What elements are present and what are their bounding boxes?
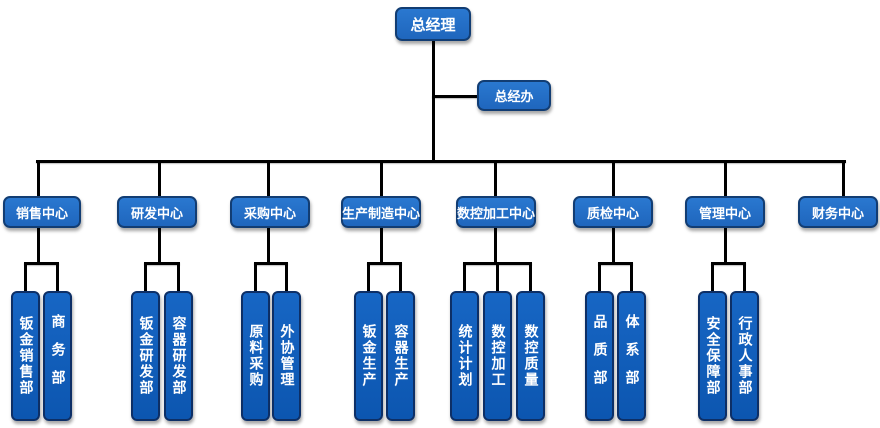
node-department[interactable]: 钣金研发部 [131, 291, 160, 421]
node-department[interactable]: 原料采购 [241, 291, 270, 421]
connector-dept-leg [598, 263, 601, 293]
node-center[interactable]: 管理中心 [685, 196, 765, 228]
node-department[interactable]: 数控质量 [516, 291, 545, 421]
connector-dept-leg [630, 263, 633, 293]
connector-dept-drop [724, 228, 727, 265]
node-department[interactable]: 安全保障部 [698, 291, 727, 421]
connector-dept-leg [711, 263, 714, 293]
connector-dept-leg [24, 263, 27, 293]
connector-center-drop [158, 161, 161, 198]
connector-center-drop [842, 161, 845, 198]
connector-dept-bus [463, 262, 532, 265]
connector-dept-leg [399, 263, 402, 293]
connector-center-drop [724, 161, 727, 198]
connector-dept-leg [254, 263, 257, 293]
connector-dept-leg [367, 263, 370, 293]
node-department[interactable]: 容器生产 [386, 291, 415, 421]
node-general-office[interactable]: 总经办 [477, 80, 551, 111]
node-center[interactable]: 研发中心 [117, 196, 197, 228]
connector-center-drop [267, 161, 270, 198]
connector-bus [36, 160, 846, 163]
node-department[interactable]: 数控加工 [483, 291, 512, 421]
connector-center-drop [380, 161, 383, 198]
connector-general-office [432, 95, 478, 98]
node-department[interactable]: 体系部 [617, 291, 646, 421]
node-department[interactable]: 容器研发部 [164, 291, 193, 421]
connector-center-drop [37, 161, 40, 198]
node-center[interactable]: 采购中心 [230, 196, 310, 228]
connector-dept-bus [254, 262, 288, 265]
connector-dept-leg [496, 263, 499, 293]
connector-dept-drop [494, 228, 497, 265]
connector-dept-leg [56, 263, 59, 293]
node-center[interactable]: 财务中心 [798, 196, 878, 228]
connector-dept-leg [463, 263, 466, 293]
connector-dept-bus [367, 262, 402, 265]
connector-dept-drop [158, 228, 161, 265]
connector-dept-bus [144, 262, 180, 265]
connector-dept-leg [743, 263, 746, 293]
node-department[interactable]: 行政人事部 [730, 291, 759, 421]
node-department[interactable]: 钣金销售部 [11, 291, 40, 421]
node-department[interactable]: 钣金生产 [354, 291, 383, 421]
connector-dept-leg [177, 263, 180, 293]
node-center[interactable]: 生产制造中心 [341, 196, 421, 228]
connector-dept-drop [612, 228, 615, 265]
connector-dept-drop [267, 228, 270, 265]
connector-dept-leg [144, 263, 147, 293]
node-department[interactable]: 外协管理 [272, 291, 301, 421]
connector-dept-bus [711, 262, 746, 265]
node-center[interactable]: 数控加工中心 [456, 196, 536, 228]
connector-dept-leg [529, 263, 532, 293]
connector-trunk [432, 41, 435, 161]
connector-center-drop [494, 161, 497, 198]
node-department[interactable]: 统计计划 [450, 291, 479, 421]
node-center[interactable]: 销售中心 [3, 196, 81, 228]
connector-dept-leg [285, 263, 288, 293]
connector-dept-bus [24, 262, 59, 265]
node-center[interactable]: 质检中心 [573, 196, 653, 228]
node-department[interactable]: 品质部 [585, 291, 614, 421]
connector-dept-drop [380, 228, 383, 265]
connector-dept-bus [598, 262, 633, 265]
node-department[interactable]: 商务部 [43, 291, 72, 421]
connector-dept-drop [37, 228, 40, 265]
node-general-manager[interactable]: 总经理 [395, 7, 471, 41]
connector-center-drop [612, 161, 615, 198]
